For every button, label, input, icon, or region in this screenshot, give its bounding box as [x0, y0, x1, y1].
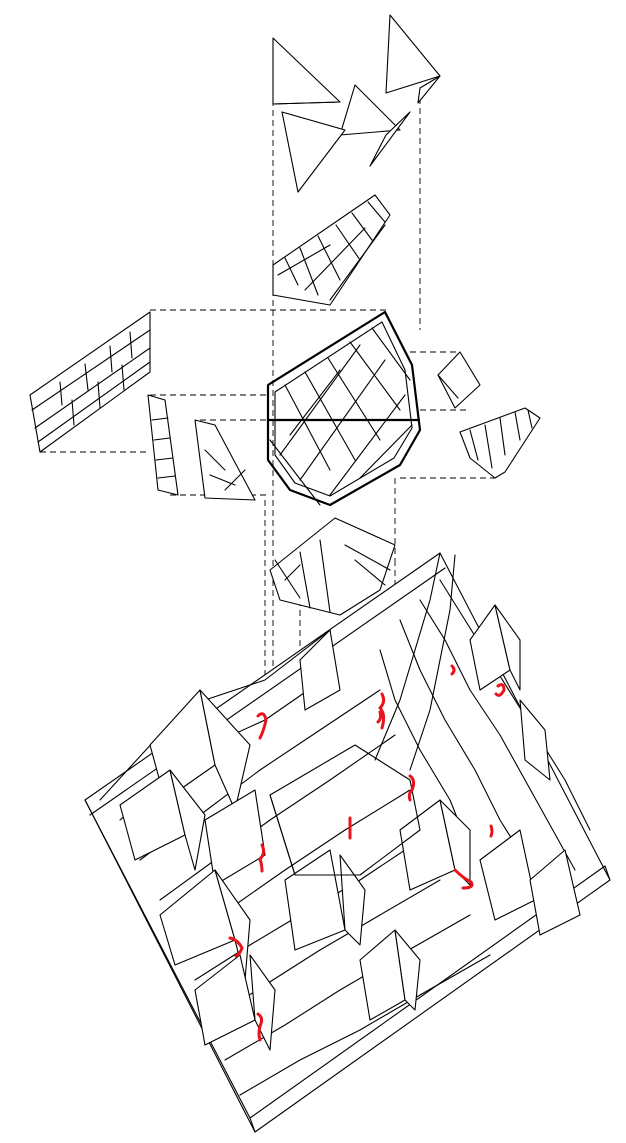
central-lattice-frame — [266, 310, 422, 507]
red-markers — [228, 664, 506, 1042]
red-marker — [489, 824, 494, 838]
right-block — [437, 351, 481, 409]
upper-lattice-panel — [272, 194, 391, 306]
red-marker — [256, 712, 268, 740]
roof-panels — [272, 14, 441, 193]
lower-fragment — [269, 517, 396, 616]
red-marker — [376, 710, 383, 724]
left-wing-panel — [29, 311, 151, 453]
red-marker — [407, 774, 416, 802]
right-lattice-panel — [459, 407, 541, 479]
stepped-terrain-base — [84, 552, 611, 1133]
left-inner-panels — [147, 394, 256, 501]
red-marker — [258, 843, 266, 873]
red-marker — [494, 683, 506, 697]
red-marker — [228, 936, 244, 958]
red-marker — [378, 692, 386, 730]
red-marker — [256, 1012, 264, 1042]
red-marker — [453, 868, 474, 890]
red-marker — [450, 664, 456, 676]
